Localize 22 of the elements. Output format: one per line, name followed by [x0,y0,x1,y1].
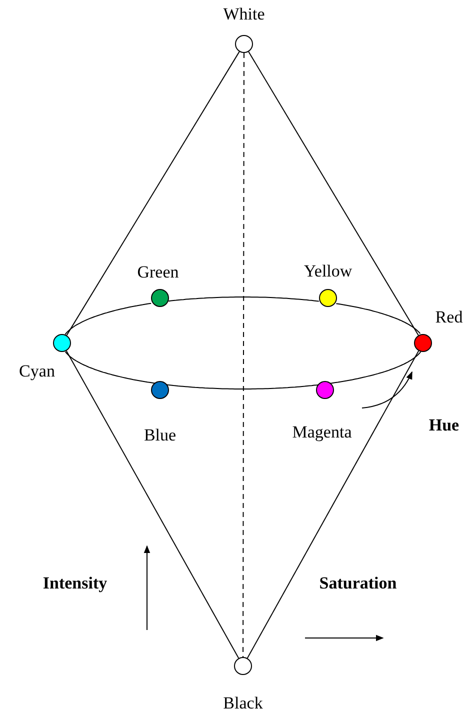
color-label: Magenta [292,424,352,440]
ring-arc-line [168,296,320,302]
axis-label: Hue [428,416,460,434]
cone-edge-line [246,350,420,659]
color-label: Blue [144,426,176,444]
ring-arc-line [168,384,317,390]
axis-label: Intensity [42,574,108,592]
color-label: Black [223,694,263,712]
color-label: White [223,6,265,22]
ring-arc-line [64,302,152,335]
cone-edge-line [66,51,240,336]
ring-arc-line [316,351,422,386]
ring-arc-line [64,351,170,386]
color-label: Cyan [19,362,55,380]
dashed-axis-line [242,52,244,658]
axis-label: Saturation [319,574,397,592]
color-label: Green [137,264,179,280]
color-label: Red [435,308,463,326]
cone-edge-line [66,350,240,659]
cone-edge-line [248,51,419,336]
color-label: Yellow [304,262,352,280]
ring-arc-line [336,303,421,334]
